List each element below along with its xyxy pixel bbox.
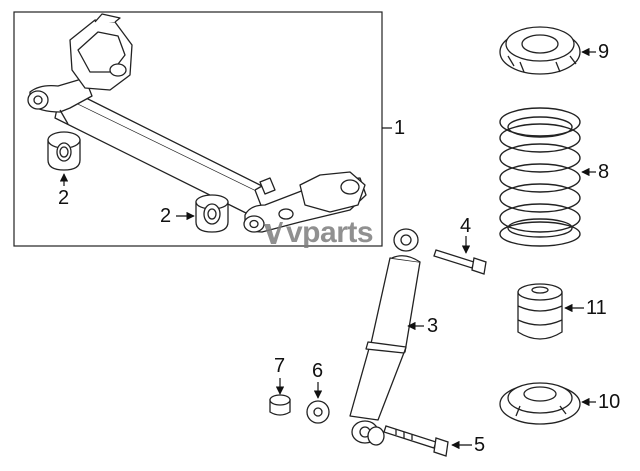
watermark-text: vparts (286, 216, 374, 249)
callout-2-left: 2 (58, 187, 70, 209)
lower-bolt-icon (383, 425, 449, 457)
callout-10: 10 (598, 391, 621, 413)
callout-9: 9 (598, 41, 610, 63)
axle-assembly-frame (13, 11, 383, 247)
callout-11: 11 (586, 297, 607, 319)
bump-stop-icon (517, 283, 563, 340)
upper-spring-insulator-icon (499, 26, 581, 75)
shock-absorber-icon (349, 228, 421, 446)
leader-lines (59, 47, 596, 450)
bushing-left-icon (47, 131, 81, 171)
upper-bolt-icon (433, 249, 487, 275)
rear-axle-beam-icon (27, 13, 367, 233)
callout-4: 4 (460, 215, 472, 237)
callout-6: 6 (312, 360, 324, 382)
coil-spring-icon (499, 107, 581, 247)
lower-spring-seat-icon (499, 382, 581, 425)
callout-5: 5 (474, 434, 486, 456)
callout-3: 3 (427, 315, 439, 337)
bushing-right-icon (195, 194, 229, 233)
callout-8: 8 (598, 161, 610, 183)
washer-icon (306, 400, 330, 424)
watermark: vparts (262, 216, 374, 249)
nut-icon (269, 394, 291, 416)
watermark-logo-icon (264, 222, 283, 244)
callout-2-right: 2 (160, 205, 172, 227)
callout-7: 7 (274, 355, 286, 377)
callout-1: 1 (394, 117, 406, 139)
